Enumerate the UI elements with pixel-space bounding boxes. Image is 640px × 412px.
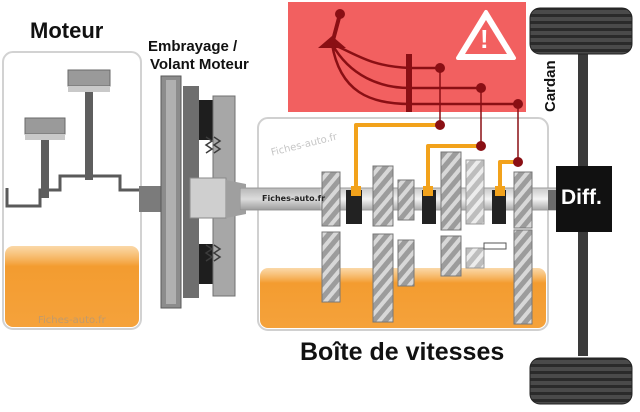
clutch-label-line2: Volant Moteur	[150, 56, 249, 73]
piston-left	[24, 117, 66, 198]
clutch-label-line1: Embrayage /	[148, 38, 238, 55]
piston-right	[67, 69, 111, 180]
watermark-engine: Fiches-auto.fr	[38, 315, 106, 326]
watermark-shaft: Fiches-auto.fr	[262, 194, 326, 203]
warning-zone	[288, 2, 526, 167]
engine-label: Moteur	[30, 18, 104, 43]
selector-rods	[354, 123, 518, 190]
warning-symbol: !	[480, 24, 489, 54]
engine-oil	[5, 246, 139, 327]
wheel-bottom	[529, 357, 633, 405]
gearbox-label: Boîte de vitesses	[300, 338, 505, 366]
warning-triangle-icon	[456, 10, 516, 60]
driveshaft-label: Cardan	[542, 60, 559, 112]
differential-box	[556, 166, 612, 232]
main-shaft-gears	[321, 151, 533, 231]
gear-lever-icon	[318, 9, 346, 48]
engine-block	[2, 51, 163, 330]
differential-label: Diff.	[561, 186, 602, 209]
wheel-top	[529, 7, 633, 55]
clutch-flywheel	[160, 75, 246, 309]
countershaft-gears	[321, 229, 533, 325]
